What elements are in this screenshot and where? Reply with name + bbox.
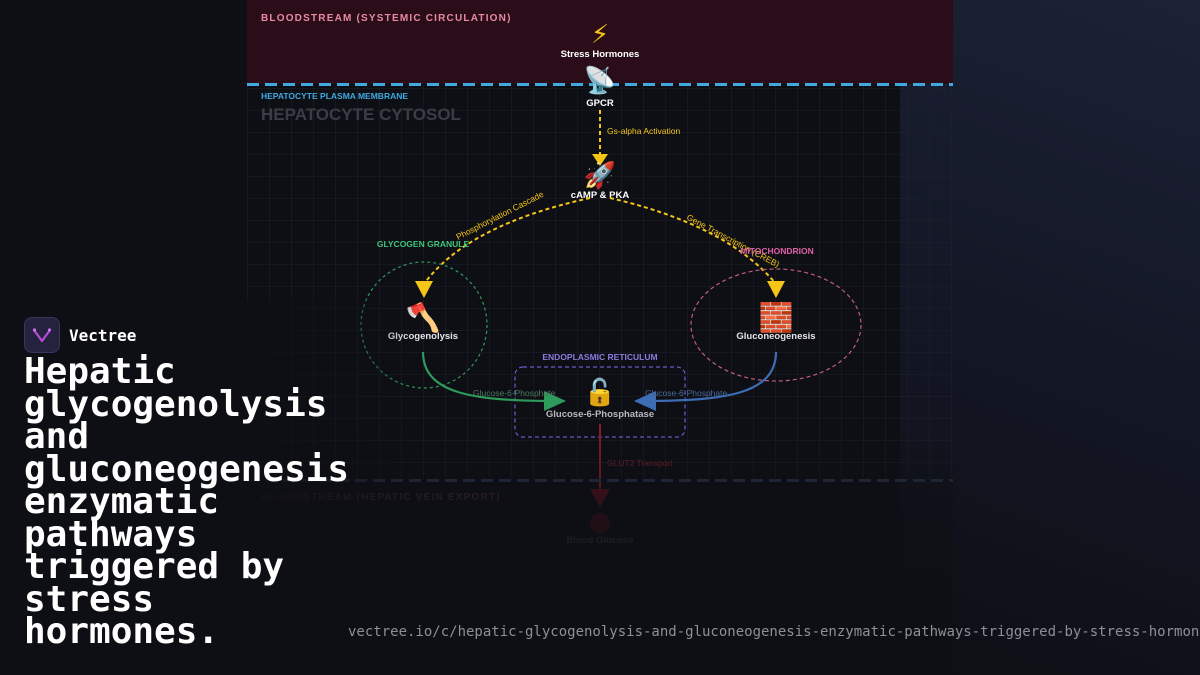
- node-label-stress-hormones: Stress Hormones: [561, 49, 640, 60]
- edge-g6p-left-arrowhead: [544, 391, 566, 411]
- edge-label-gs-alpha: Gs-alpha Activation: [607, 126, 681, 136]
- compartment-label-glycogen-granule: GLYCOGEN GRANULE: [377, 239, 470, 249]
- vectree-logo-icon: [24, 317, 60, 353]
- bloodstream-top-band: [247, 0, 953, 84]
- edge-g6p-left: [421, 351, 548, 403]
- edge-gs-alpha-arrowhead: [592, 154, 608, 166]
- edge-label-g6p-right: Glucose-6-Phosphate: [645, 388, 727, 398]
- edge-g6p-right-arrowhead: [634, 391, 656, 411]
- node-label-blood-glucose: Blood Glucose: [566, 535, 633, 546]
- source-url[interactable]: vectree.io/c/hepatic-glycogenolysis-and-…: [348, 624, 1200, 640]
- compartment-label-mitochondrion: MITOCHONDRION: [740, 246, 814, 256]
- edge-label-glut2: GLUT2 Transport: [607, 458, 673, 468]
- node-label-g6pase: Glucose-6-Phosphatase: [546, 409, 654, 420]
- mitochondrion-boundary: [690, 268, 862, 382]
- zone-label-bloodstream-top: BLOODSTREAM (SYSTEMIC CIRCULATION): [261, 13, 512, 24]
- edge-gene-transcription-arrowhead: [767, 281, 785, 298]
- edge-gene-transcription: [609, 197, 777, 285]
- edge-label-g6p-left: Glucose-6-Phosphate: [473, 388, 555, 398]
- brand-name: Vectree: [69, 325, 137, 345]
- edge-glut2-arrowhead: [590, 489, 610, 507]
- edge-g6p-right: [652, 351, 778, 403]
- blood-glucose-drop-icon: [590, 513, 610, 533]
- axe-icon: 🪓: [406, 301, 441, 334]
- glycogen-granule-boundary: [360, 261, 488, 389]
- rocket-icon: 🚀: [584, 160, 616, 191]
- edge-phosphorylation-cascade: [423, 197, 591, 285]
- zone-label-cytosol: HEPATOCYTE CYTOSOL: [261, 105, 461, 124]
- bricks-icon: 🧱: [759, 301, 794, 334]
- node-label-glycogenolysis: Glycogenolysis: [388, 331, 458, 342]
- edge-phosphorylation-arrowhead: [415, 281, 433, 298]
- node-label-gpcr: GPCR: [586, 98, 614, 109]
- node-label-camp-pka: cAMP & PKA: [571, 190, 630, 201]
- compartment-label-er: ENDOPLASMIC RETICULUM: [542, 352, 657, 362]
- lightning-icon: ⚡: [591, 20, 609, 50]
- brand: Vectree: [24, 317, 136, 353]
- page-title: Hepatic glycogenolysis and gluconeogenes…: [24, 351, 350, 652]
- zone-label-membrane: HEPATOCYTE PLASMA MEMBRANE: [261, 91, 408, 101]
- unlocked-padlock-icon: 🔓: [584, 377, 616, 408]
- satellite-dish-icon: 📡: [584, 63, 616, 96]
- node-label-gluconeogenesis: Gluconeogenesis: [736, 331, 815, 342]
